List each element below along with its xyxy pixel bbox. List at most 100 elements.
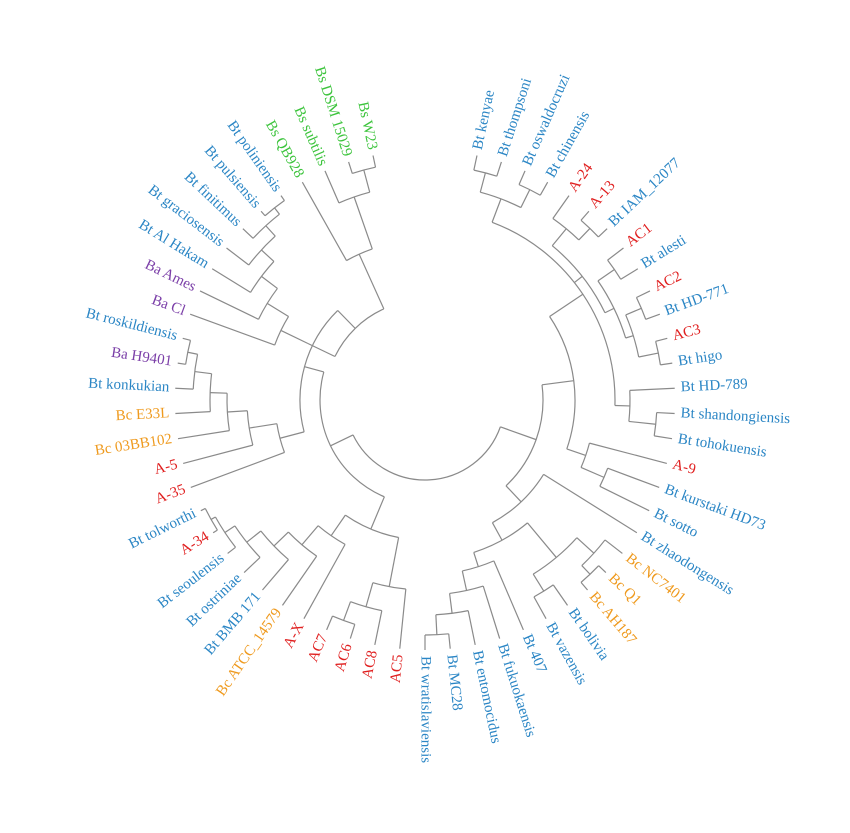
internal-branch	[304, 366, 324, 373]
leaf-branch	[189, 313, 275, 346]
internal-branch	[266, 302, 289, 317]
leaf-label: AC1	[623, 220, 655, 250]
leaf-branch	[177, 362, 186, 365]
leaf-branch	[190, 451, 285, 489]
internal-branch	[500, 426, 537, 441]
leaf-branch	[607, 247, 624, 261]
leaf-branch	[552, 195, 570, 219]
internal-branch	[280, 329, 309, 345]
leaf-label: Bt konkukian	[88, 376, 170, 396]
internal-branch	[187, 351, 198, 355]
leaf-branch	[655, 337, 668, 342]
leaf-branch	[242, 228, 254, 239]
internal-branch	[279, 431, 305, 439]
leaf-branch	[467, 610, 476, 646]
leaf-label: Bt shandongiensis	[680, 405, 790, 427]
leaf-branch	[493, 560, 524, 631]
leaf-label: Bt HD-789	[680, 376, 748, 395]
internal-branch	[227, 410, 248, 413]
leaf-label: AC5	[388, 654, 407, 684]
internal-branch	[330, 514, 346, 537]
internal-branch	[604, 307, 615, 314]
internal-branch	[265, 225, 276, 237]
leaf-branch	[175, 411, 211, 415]
branch-arc	[480, 191, 522, 209]
leaf-label: Bt higo	[677, 347, 723, 369]
branch-arc	[345, 514, 399, 539]
branch-arc	[214, 516, 236, 548]
leaf-branch	[182, 337, 191, 341]
internal-branch	[435, 614, 438, 635]
leaf-label: AC6	[332, 641, 356, 673]
internal-branch	[337, 310, 356, 329]
leaf-branch	[589, 442, 667, 464]
leaf-branch	[324, 170, 340, 204]
internal-branch	[576, 537, 595, 554]
leaf-branch	[227, 546, 236, 554]
leaf-branch	[200, 507, 206, 512]
branch-arc	[372, 582, 406, 590]
internal-branch	[461, 570, 468, 591]
leaf-label: Ba H9401	[110, 345, 173, 370]
leaf-label: Bt wratislaviensis	[418, 656, 434, 763]
leaf-label: A-34	[177, 528, 212, 558]
leaf-label: Bt kenyae	[470, 88, 498, 151]
leaf-branch	[448, 633, 451, 649]
branch-arc	[234, 525, 261, 558]
internal-branch	[330, 434, 354, 447]
leaf-branch	[374, 610, 383, 646]
leaf-branch	[598, 565, 607, 574]
leaf-branch	[281, 555, 318, 606]
internal-branch	[628, 420, 656, 425]
leaf-branch	[303, 544, 346, 620]
branch-arc	[252, 213, 280, 239]
leaf-branch	[183, 444, 253, 464]
leaf-branch	[604, 539, 623, 554]
leaf-branch	[654, 435, 673, 440]
leaf-branch	[348, 161, 353, 174]
leaf-branch	[473, 155, 478, 171]
leaf-branch	[599, 485, 650, 512]
branch-arc	[580, 565, 600, 583]
leaf-branch	[660, 362, 673, 366]
leaf-label: AC2	[652, 268, 684, 295]
branch-arc	[350, 601, 382, 612]
branches	[175, 155, 675, 650]
internal-branch	[358, 253, 385, 310]
branch-arc	[352, 426, 501, 481]
leaf-label: AC3	[671, 322, 702, 344]
branch-arc	[449, 585, 484, 595]
internal-branch	[549, 293, 584, 317]
internal-branch	[573, 275, 583, 284]
internal-branch	[520, 189, 531, 208]
leaf-label: Bt tohokuensis	[677, 431, 768, 461]
internal-branch	[581, 565, 591, 575]
internal-branch	[479, 172, 486, 193]
leaf-branch	[543, 473, 638, 534]
internal-branch	[261, 275, 278, 289]
internal-branch	[273, 531, 289, 547]
branch-arc	[424, 633, 449, 636]
leaf-label: Bs W23	[354, 100, 380, 151]
branch-arc	[346, 248, 373, 262]
leaf-label: A-9	[671, 457, 698, 478]
leaf-branch	[399, 588, 407, 649]
internal-branch	[638, 352, 659, 358]
leaf-label: Bt MC28	[443, 654, 465, 712]
leaf-branch	[533, 596, 547, 620]
leaf-label: Bt 407	[519, 632, 550, 676]
internal-branch	[274, 207, 280, 215]
leaf-label: AC8	[360, 649, 381, 680]
internal-branch	[448, 593, 453, 614]
leaf-branch	[211, 268, 251, 293]
internal-branch	[597, 269, 615, 282]
leaf-branch	[349, 624, 356, 639]
internal-branch	[224, 525, 236, 534]
branch-arc	[625, 314, 640, 358]
internal-branch	[532, 573, 545, 592]
branch-arc	[338, 191, 370, 204]
branch-arc	[334, 308, 385, 357]
leaf-label: A-24	[565, 160, 596, 195]
branch-arc	[473, 522, 528, 553]
